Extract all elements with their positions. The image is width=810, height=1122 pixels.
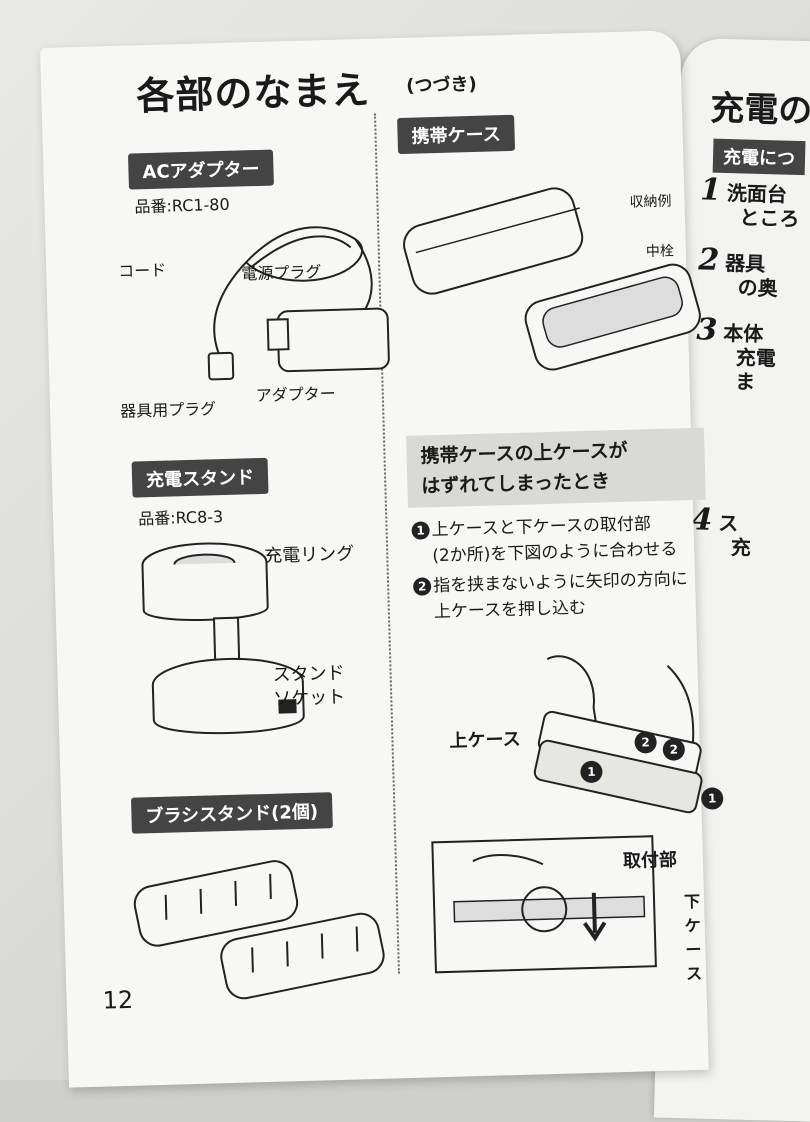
right-item-3-line2: 充電 (735, 345, 777, 371)
case-assembly-illustration (431, 655, 703, 974)
case-detached-heading: 携帯ケースの上ケースが はずれてしまったとき (405, 427, 706, 508)
carry-case-label: 携帯ケース (397, 114, 516, 155)
right-item-3-line1: 本体 (723, 321, 764, 347)
mount-label: 取付部 (622, 849, 678, 873)
power-plug-label: 電源プラグ (241, 262, 322, 284)
right-item-1-line1: 洗面台 (726, 181, 788, 207)
right-item-1-line2: ところ (739, 205, 800, 231)
right-item-3-line3: ま (734, 369, 756, 394)
adapter-label: アダプター (255, 383, 337, 406)
right-item-2-line1: 器具 (724, 251, 766, 277)
case-detached-heading-line2: はずれてしまったとき (421, 470, 611, 498)
step-2-number: 2 (412, 577, 432, 596)
brush-stand-illustration (133, 860, 385, 1000)
right-page-title: 充電の (709, 88, 810, 132)
device-plug-label: 器具用プラグ (119, 399, 217, 421)
ac-adapter-label: ACアダプター (127, 149, 275, 190)
carry-case-illustration (403, 187, 701, 371)
right-item-2-line2: の奥 (737, 275, 778, 301)
page-number: 12 (102, 985, 134, 1015)
page-subtitle: (つづき) (405, 73, 477, 97)
stand-socket-label-line2: ソケット (272, 686, 346, 710)
step-2-line2: 上ケースを押し込む (433, 597, 587, 623)
upper-case-label: 上ケース (449, 728, 521, 752)
right-item-4-line1: ス (718, 510, 739, 536)
stand-socket-label-line1: スタンド (272, 662, 345, 686)
charging-stand-label: 充電スタンド (131, 457, 269, 498)
case-detached-heading-line1: 携帯ケースの上ケースが (420, 439, 628, 468)
charging-stand-model: 品番:RC8-3 (137, 507, 224, 529)
inner-plug-label: 中栓 (645, 243, 675, 261)
brush-stand-label: ブラシスタンド(2個) (130, 792, 333, 834)
stand-socket-label: スタンド ソケット (272, 662, 345, 712)
right-page-section-label: 充電につ (712, 138, 806, 176)
ac-adapter-illustration (207, 226, 390, 381)
right-item-4-number: 4 (691, 502, 713, 538)
charging-ring-label: 充電リング (263, 543, 355, 567)
left-page: 各部のなまえ (つづき) ACアダプター 品番:RC1-80 コード 電源プラグ… (40, 30, 724, 1088)
lower-case-label: 下ケース (683, 891, 703, 984)
step-1-number: 1 (411, 521, 430, 540)
right-item-4-line2: 充 (730, 535, 752, 560)
step-1-line1: 上ケースと下ケースの取付部 (431, 514, 652, 541)
cord-label: コード (118, 260, 167, 281)
step-2-line1: 指を挟まないように矢印の方向に (432, 569, 689, 597)
page-title: 各部のなまえ (135, 67, 371, 119)
storage-example-label: 収納例 (629, 193, 672, 211)
charging-stand-illustration (141, 542, 305, 735)
step-1-line2: (2か所)を下図のように合わせる (432, 539, 678, 567)
